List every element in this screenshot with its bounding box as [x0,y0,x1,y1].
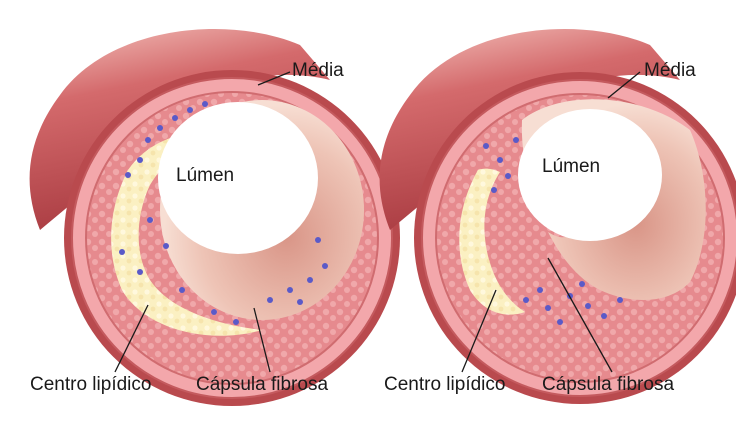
vessel-right-media-label: Média [644,60,696,81]
vessel-right-cells [483,137,623,325]
vessel-left-lipid-leader [114,304,149,373]
vessel-right-fibrous-cap-label: Cápsula fibrosa [542,374,674,395]
vessel-left-lumen-opening [158,102,318,254]
vessel-right-outer-tube [379,29,680,231]
vessel-right-lipid-core [459,168,525,315]
vessel-left-lumen-label: Lúmen [176,165,234,186]
vessel-right-lipid-core-label: Centro lipídico [384,374,505,395]
vessel-left-media-label: Média [292,60,344,81]
vessel-left-lipid-core [111,132,262,336]
vessel-right: Média Lúmen Centro lipídico Cápsula fibr… [379,29,736,404]
vessel-left-fibrous-cap-label: Cápsula fibrosa [196,374,328,395]
vessel-left-cells [119,101,328,325]
vessel-right-lumen-label: Lúmen [542,156,600,177]
vessel-left-lipid-core-label: Centro lipídico [30,374,151,395]
vessel-left-outer-tube [29,29,330,231]
vessel-left-cap-leader [253,307,271,373]
vessel-right-cap-leader [547,257,613,373]
vessel-left: Média Lúmen Centro lipídico Cápsula fibr… [29,29,400,406]
vessel-right-media-leader [607,71,641,99]
vessel-right-lipid-leader [461,289,497,373]
vessel-right-lumen-opening [518,109,662,241]
vessel-left-media-leader [257,71,291,86]
